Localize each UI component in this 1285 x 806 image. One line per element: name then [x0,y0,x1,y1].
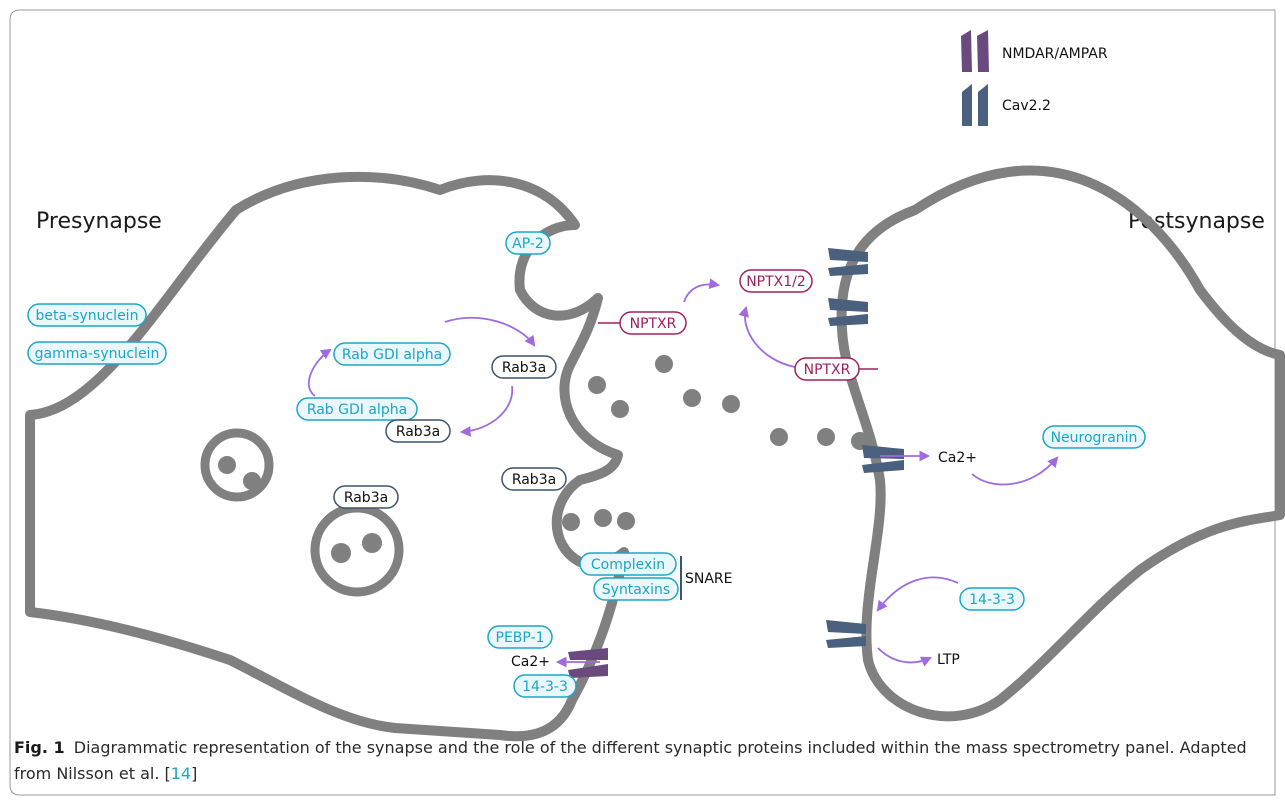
svg-text:gamma-synuclein: gamma-synuclein [35,346,160,362]
label-snare: SNARE [685,571,733,587]
svg-text:Neurogranin: Neurogranin [1051,430,1138,446]
svg-text:14-3-3: 14-3-3 [969,592,1015,608]
cav22-icon [962,84,988,126]
receptor-post-4 [826,620,866,648]
figure-border [9,9,1276,796]
svg-text:PEBP-1: PEBP-1 [496,630,545,646]
receptor-post-1 [828,248,868,276]
svg-text:beta-synuclein: beta-synuclein [36,308,139,324]
caption-reference-link[interactable]: 14 [170,764,192,783]
label-beta-synuclein: beta-synuclein [27,303,147,327]
label-syntaxins: Syntaxins [593,577,679,601]
label-rab3a-3: Rab3a [501,467,567,491]
label-ca-pre: Ca2+ [511,654,550,670]
legend-label-cav22: Cav2.2 [1002,98,1051,114]
label-ca-post: Ca2+ [938,450,977,466]
label-pebp1: PEBP-1 [487,625,553,649]
svg-text:Rab3a: Rab3a [512,472,556,488]
svg-text:Rab GDI alpha: Rab GDI alpha [307,402,407,418]
svg-text:Rab3a: Rab3a [396,424,440,440]
receptor-post-3 [862,445,904,473]
caption-close: ] [191,764,198,783]
label-complexin: Complexin [579,552,677,576]
label-nptxr-post: NPTXR [794,357,878,381]
svg-text:Syntaxins: Syntaxins [602,582,670,598]
caption-text: Diagrammatic representation of the synap… [14,738,1247,783]
svg-text:14-3-3: 14-3-3 [522,679,568,695]
arrows [307,278,1059,668]
label-1433-post: 14-3-3 [959,587,1025,611]
figure-caption: Fig. 1 Diagrammatic representation of th… [14,735,1264,787]
vesicle-large-1 [200,428,274,502]
legend-label-nmdar: NMDAR/AMPAR [1002,46,1108,62]
presynapse-title: Presynapse [36,209,162,234]
svg-text:Rab GDI alpha: Rab GDI alpha [342,347,442,363]
label-rab3a-4: Rab3a [333,485,399,509]
svg-text:Complexin: Complexin [591,557,665,573]
label-1433-pre: 14-3-3 [513,674,577,698]
label-rab3a-2: Rab3a [385,419,451,443]
label-ltp: LTP [937,652,960,668]
svg-text:Rab3a: Rab3a [344,490,388,506]
presynapse-membrane [25,171,629,742]
svg-text:NPTX1/2: NPTX1/2 [746,274,806,290]
receptor-post-2 [828,298,868,326]
label-gamma-synuclein: gamma-synuclein [27,341,167,365]
svg-text:Rab3a: Rab3a [502,360,546,376]
label-ap2: AP-2 [505,231,551,255]
receptor-pre [568,648,608,678]
svg-text:NPTXR: NPTXR [804,362,851,378]
svg-text:NPTXR: NPTXR [630,316,677,332]
vesicle-docked [562,376,635,531]
label-nptxr-pre: NPTXR [598,311,687,335]
label-rab3a-1: Rab3a [491,355,557,379]
label-nptx12: NPTX1/2 [739,269,813,293]
legend: NMDAR/AMPAR Cav2.2 [961,30,1108,126]
label-rab-gdi-top: Rab GDI alpha [333,342,451,366]
caption-fig-label: Fig. 1 [14,738,65,757]
postsynapse-membrane [836,165,1285,722]
nmdar-ampar-icon [961,30,989,72]
vesicle-large-2 [310,503,404,597]
svg-text:AP-2: AP-2 [512,236,544,252]
label-rab-gdi-bottom: Rab GDI alpha [296,397,418,421]
label-neurogranin: Neurogranin [1042,425,1146,449]
